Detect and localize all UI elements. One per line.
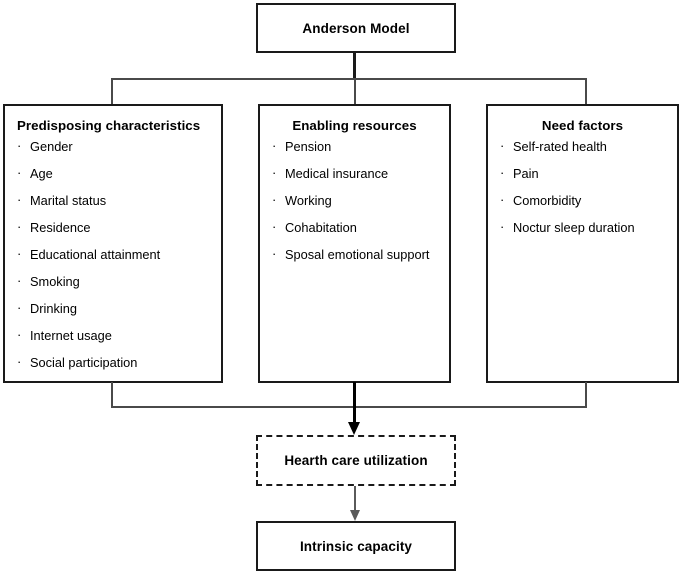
node-intrinsic-capacity: Intrinsic capacity bbox=[256, 521, 456, 571]
bullet-icon: · bbox=[500, 138, 505, 153]
bullet-icon: · bbox=[500, 192, 505, 207]
bullet-icon: · bbox=[272, 192, 277, 207]
connector-top-bus bbox=[111, 78, 587, 80]
bullet-icon: · bbox=[272, 165, 277, 180]
domain-heading: Enabling resources bbox=[292, 118, 417, 133]
list-item: · Cohabitation bbox=[269, 219, 440, 235]
domain-item-list: · Gender · Age · Marital status · Reside… bbox=[14, 138, 212, 370]
bullet-icon: · bbox=[17, 219, 22, 234]
bullet-icon: · bbox=[17, 165, 22, 180]
domain-heading: Need factors bbox=[541, 118, 624, 133]
list-item-label: Age bbox=[30, 166, 53, 181]
list-item-label: Self-rated health bbox=[513, 139, 607, 154]
domain-item-list: · Pension · Medical insurance · Working … bbox=[269, 138, 440, 262]
connector-bottom-bus bbox=[111, 406, 587, 408]
domain-box-need-factors: Need factors · Self-rated health · Pain … bbox=[486, 104, 679, 383]
list-item: · Pain bbox=[497, 165, 668, 181]
list-item-label: Working bbox=[285, 193, 332, 208]
list-item-label: Residence bbox=[30, 220, 91, 235]
connector-top-drop-middle bbox=[354, 79, 356, 105]
node-anderson-model-label: Anderson Model bbox=[302, 20, 410, 36]
bullet-icon: · bbox=[17, 300, 22, 315]
node-hearth-care-utilization: Hearth care utilization bbox=[256, 435, 456, 486]
bullet-icon: · bbox=[17, 138, 22, 153]
list-item-label: Internet usage bbox=[30, 328, 112, 343]
list-item: · Pension bbox=[269, 138, 440, 154]
list-item-label: Gender bbox=[30, 139, 73, 154]
list-item: · Drinking bbox=[14, 300, 212, 316]
connector-top-stem bbox=[353, 53, 356, 80]
domain-box-predisposing-characteristics: Predisposing characteristics · Gender · … bbox=[3, 104, 223, 383]
node-anderson-model: Anderson Model bbox=[256, 3, 456, 53]
list-item-label: Medical insurance bbox=[285, 166, 389, 181]
list-item: · Working bbox=[269, 192, 440, 208]
connector-top-drop-right bbox=[585, 79, 587, 105]
list-item: · Social participation bbox=[14, 354, 212, 370]
list-item: · Age bbox=[14, 165, 212, 181]
domain-item-list: · Self-rated health · Pain · Comorbidity… bbox=[497, 138, 668, 235]
list-item-label: Marital status bbox=[30, 193, 107, 208]
list-item: · Educational attainment bbox=[14, 246, 212, 262]
list-item: · Sposal emotional support bbox=[269, 246, 440, 262]
list-item-label: Social participation bbox=[30, 355, 138, 370]
bullet-icon: · bbox=[272, 219, 277, 234]
bullet-icon: · bbox=[17, 327, 22, 342]
arrow-to-final-head-icon bbox=[349, 510, 360, 521]
list-item-label: Drinking bbox=[30, 301, 77, 316]
list-item: · Self-rated health bbox=[497, 138, 668, 154]
bullet-icon: · bbox=[272, 138, 277, 153]
bullet-icon: · bbox=[17, 354, 22, 369]
bullet-icon: · bbox=[272, 246, 277, 261]
domain-box-enabling-resources: Enabling resources · Pension · Medical i… bbox=[258, 104, 451, 383]
list-item: · Gender bbox=[14, 138, 212, 154]
list-item-label: Smoking bbox=[30, 274, 80, 289]
bullet-icon: · bbox=[500, 219, 505, 234]
bullet-icon: · bbox=[17, 246, 22, 261]
list-item-label: Noctur sleep duration bbox=[513, 220, 635, 235]
node-hearth-care-utilization-label: Hearth care utilization bbox=[284, 453, 428, 468]
list-item-label: Comorbidity bbox=[513, 193, 582, 208]
arrow-to-outcome-shaft bbox=[353, 382, 356, 424]
list-item-label: Educational attainment bbox=[30, 247, 161, 262]
list-item: · Internet usage bbox=[14, 327, 212, 343]
list-item: · Marital status bbox=[14, 192, 212, 208]
list-item: · Residence bbox=[14, 219, 212, 235]
list-item-label: Cohabitation bbox=[285, 220, 357, 235]
list-item-label: Sposal emotional support bbox=[285, 247, 430, 262]
arrow-to-final-shaft bbox=[354, 486, 356, 513]
list-item-label: Pain bbox=[513, 166, 539, 181]
bullet-icon: · bbox=[17, 192, 22, 207]
arrow-to-outcome-head-icon bbox=[348, 422, 360, 435]
domain-heading: Predisposing characteristics bbox=[17, 118, 201, 133]
list-item: · Medical insurance bbox=[269, 165, 440, 181]
node-intrinsic-capacity-label: Intrinsic capacity bbox=[299, 538, 413, 554]
list-item: · Noctur sleep duration bbox=[497, 219, 668, 235]
bullet-icon: · bbox=[500, 165, 505, 180]
connector-top-drop-left bbox=[111, 79, 113, 105]
list-item: · Comorbidity bbox=[497, 192, 668, 208]
connector-bottom-riser-left bbox=[111, 382, 113, 407]
list-item-label: Pension bbox=[285, 139, 332, 154]
connector-bottom-riser-right bbox=[585, 382, 587, 407]
bullet-icon: · bbox=[17, 273, 22, 288]
list-item: · Smoking bbox=[14, 273, 212, 289]
